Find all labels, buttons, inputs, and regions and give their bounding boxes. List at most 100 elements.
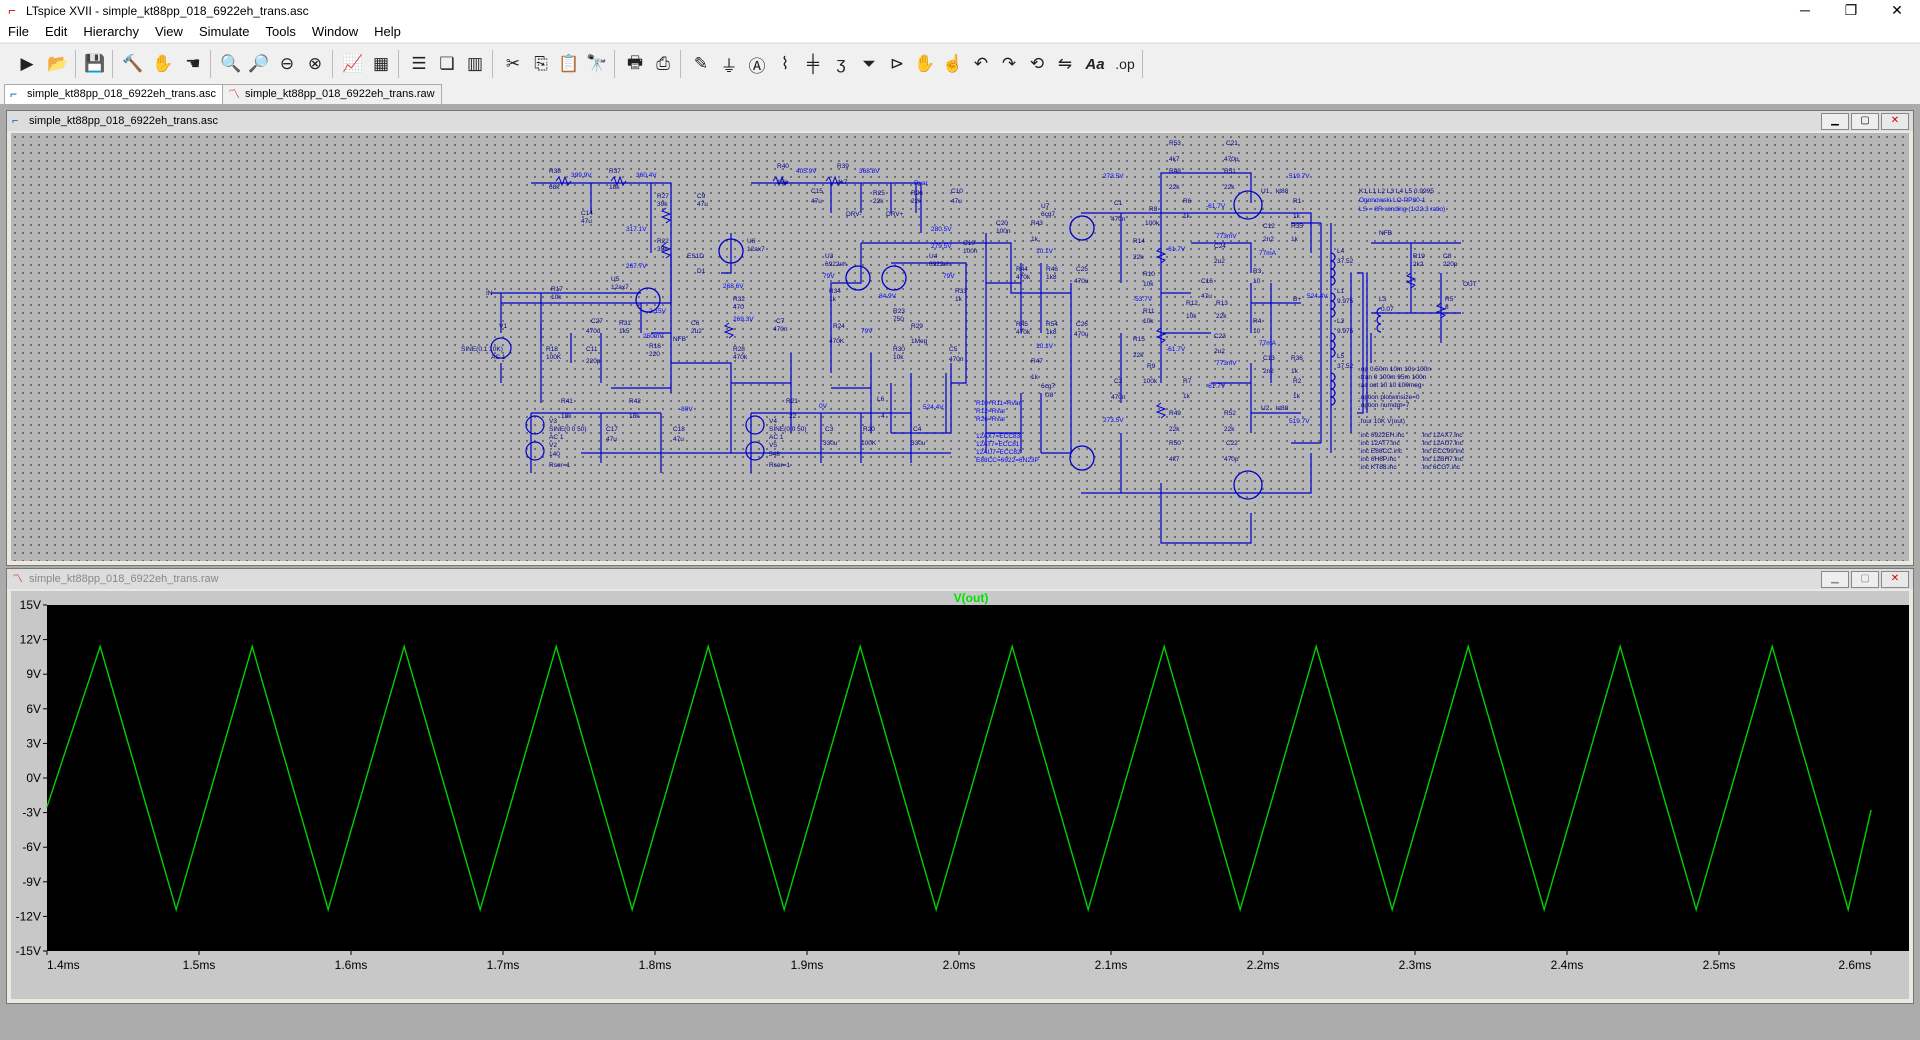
mdi-area: ⌐ simple_kt88pp_018_6922eh_trans.asc ▁ ▢… xyxy=(0,104,1920,1040)
label-r5: R5 xyxy=(1445,296,1454,303)
spice-directive-icon[interactable]: .op xyxy=(1115,56,1135,72)
grid-icon[interactable]: ▦ xyxy=(372,54,390,73)
minimize-icon[interactable]: ▁ xyxy=(1821,113,1849,130)
label-inc2: .inc 12AX7.inc xyxy=(1421,432,1463,439)
cut-icon[interactable]: ✂ xyxy=(505,54,521,73)
label-r47: R47 xyxy=(1031,358,1043,365)
text-icon[interactable]: Aa xyxy=(1085,55,1105,73)
plot-area[interactable] xyxy=(47,605,1909,951)
close-icon[interactable]: ✕ xyxy=(1881,113,1909,130)
label-r22v: 39k xyxy=(657,246,668,253)
print-preview-icon[interactable]: ⎙ xyxy=(656,54,670,73)
diode-icon[interactable]: ⏷ xyxy=(862,54,876,73)
label-l2: L2 xyxy=(1337,318,1345,325)
label-n405: 405.9V xyxy=(796,168,817,175)
label-r30v: 10k xyxy=(893,354,904,361)
capacitor-icon[interactable]: ╪ xyxy=(806,54,820,73)
trace-label[interactable]: V(out) xyxy=(954,591,989,605)
minimize-icon[interactable]: ▁ xyxy=(1821,571,1849,588)
data-point xyxy=(251,645,253,648)
label-c10v: 47u xyxy=(951,198,962,205)
menu-simulate[interactable]: Simulate xyxy=(198,24,250,39)
move-icon[interactable]: ✋ xyxy=(914,54,936,73)
cascade-icon[interactable]: ❏ xyxy=(439,54,455,73)
rotate-icon[interactable]: ⟲ xyxy=(1029,54,1045,73)
data-point xyxy=(1239,908,1241,911)
label-l2v: 9.975 xyxy=(1337,328,1354,335)
zoom-fit-icon[interactable]: ⊗ xyxy=(307,54,323,73)
inductor-icon[interactable]: ʒ xyxy=(836,54,846,73)
label-c10: C10 xyxy=(951,188,963,195)
autorange-icon[interactable]: 📈 xyxy=(342,54,364,73)
close-icon[interactable]: ✕ xyxy=(1891,2,1903,18)
label-r52v: 22k xyxy=(1224,426,1235,433)
label-n79a: 79V xyxy=(823,273,835,280)
tile-vertical-icon[interactable]: ▥ xyxy=(466,54,484,73)
menu-hierarchy[interactable]: Hierarchy xyxy=(83,24,139,39)
label-icon[interactable]: Ⓐ xyxy=(748,56,766,76)
wire-icon[interactable]: ✎ xyxy=(693,54,709,73)
menu-window[interactable]: Window xyxy=(311,24,359,39)
y-tick-label: 9V xyxy=(26,667,41,681)
ground-icon[interactable]: ⏚ xyxy=(720,56,738,76)
tab-schematic[interactable]: ⌐ simple_kt88pp_018_6922eh_trans.asc xyxy=(4,84,223,104)
schematic-icon: ⌐ xyxy=(12,115,19,127)
label-inc9: .inc KT88.inc xyxy=(1359,464,1397,471)
schematic-canvas[interactable]: R38 68k 399.9V R37 18k 360.4V C14 47u R2… xyxy=(11,133,1909,561)
drag-icon[interactable]: ☝ xyxy=(942,54,964,73)
pan-icon[interactable]: ☚ xyxy=(185,54,201,73)
zoom-out-icon[interactable]: ⊖ xyxy=(279,54,295,73)
paste-icon[interactable]: 📋 xyxy=(558,54,580,73)
undo-icon[interactable]: ↶ xyxy=(973,54,989,73)
close-icon[interactable]: ✕ xyxy=(1881,571,1909,588)
halt-icon[interactable]: ✋ xyxy=(152,54,174,73)
label-n250: 250mV xyxy=(643,333,664,340)
label-c20: C20 xyxy=(996,220,1008,227)
label-r5v: 8 xyxy=(1445,304,1449,311)
label-r53v: 4k7 xyxy=(1169,156,1180,163)
find-icon[interactable]: 🔭 xyxy=(586,54,608,73)
label-r39v: 4k7 xyxy=(837,179,848,186)
restore-icon[interactable]: ❐ xyxy=(1844,2,1858,18)
redo-icon[interactable]: ↷ xyxy=(1001,54,1017,73)
zoom-rubber-icon[interactable]: 🔎 xyxy=(248,54,270,73)
menu-file[interactable]: File xyxy=(8,24,29,39)
label-n53: -53.7V xyxy=(1133,296,1153,303)
label-out: OUT xyxy=(1463,281,1477,288)
run-icon[interactable]: ▶ xyxy=(20,54,34,73)
label-v1: V1 xyxy=(499,323,507,330)
data-point xyxy=(1467,645,1469,648)
menu-tools[interactable]: Tools xyxy=(265,24,296,39)
open-icon[interactable]: 📂 xyxy=(47,54,69,73)
label-n360: 360.4V xyxy=(636,172,657,179)
minimize-icon[interactable]: ─ xyxy=(1800,2,1810,18)
zoom-in-icon[interactable]: 🔍 xyxy=(220,54,242,73)
schematic-icon: ⌐ xyxy=(10,87,18,101)
label-inc6: .inc ECC99.inc xyxy=(1421,448,1465,455)
title-bar: ⌐ LTspice XVII - simple_kt88pp_018_6922e… xyxy=(0,0,1920,22)
tile-horizontal-icon[interactable]: ☰ xyxy=(411,54,427,73)
copy-icon[interactable]: ⎘ xyxy=(534,54,548,73)
tab-waveform[interactable]: 〽 simple_kt88pp_018_6922eh_trans.raw xyxy=(222,84,442,104)
menu-view[interactable]: View xyxy=(154,24,183,39)
maximize-icon[interactable]: ▢ xyxy=(1851,113,1879,130)
save-icon[interactable]: 💾 xyxy=(84,54,106,73)
label-c5: C5 xyxy=(949,346,958,353)
label-n77b: 77mA xyxy=(1259,340,1277,347)
data-point xyxy=(479,908,481,911)
label-c2: C2 xyxy=(1114,378,1123,385)
mirror-icon[interactable]: ⇋ xyxy=(1057,54,1073,73)
label-r12-note: R12=Rvar xyxy=(976,408,1006,415)
label-n215: 2.15V xyxy=(649,308,667,315)
maximize-icon[interactable]: ▢ xyxy=(1851,571,1879,588)
resistor-icon[interactable]: ⌇ xyxy=(780,54,790,73)
print-icon[interactable]: 🖶 xyxy=(626,52,644,72)
control-panel-icon[interactable]: 🔨 xyxy=(122,54,144,73)
menu-help[interactable]: Help xyxy=(374,24,401,39)
component-icon[interactable]: ⊳ xyxy=(889,54,905,73)
menu-edit[interactable]: Edit xyxy=(44,24,68,39)
